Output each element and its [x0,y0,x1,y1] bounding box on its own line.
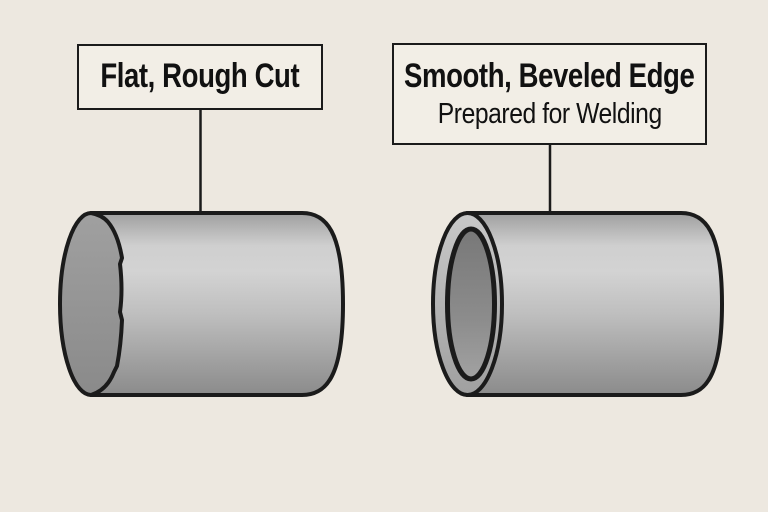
label-beveled-subtitle: Prepared for Welding [437,97,662,130]
pipe-bore [445,226,497,382]
pipe-beveled-edge [431,211,724,397]
pipe-body [465,211,724,397]
pipe-flat-rough-cut [58,211,345,397]
pipe-flat-face [58,211,124,397]
pipe-body [89,211,345,397]
label-box-beveled-edge: Smooth, Beveled Edge Prepared for Weldin… [392,43,707,145]
label-beveled-title: Smooth, Beveled Edge [404,57,695,96]
label-flat-title: Flat, Rough Cut [100,57,300,96]
label-box-flat-rough-cut: Flat, Rough Cut [77,44,323,110]
